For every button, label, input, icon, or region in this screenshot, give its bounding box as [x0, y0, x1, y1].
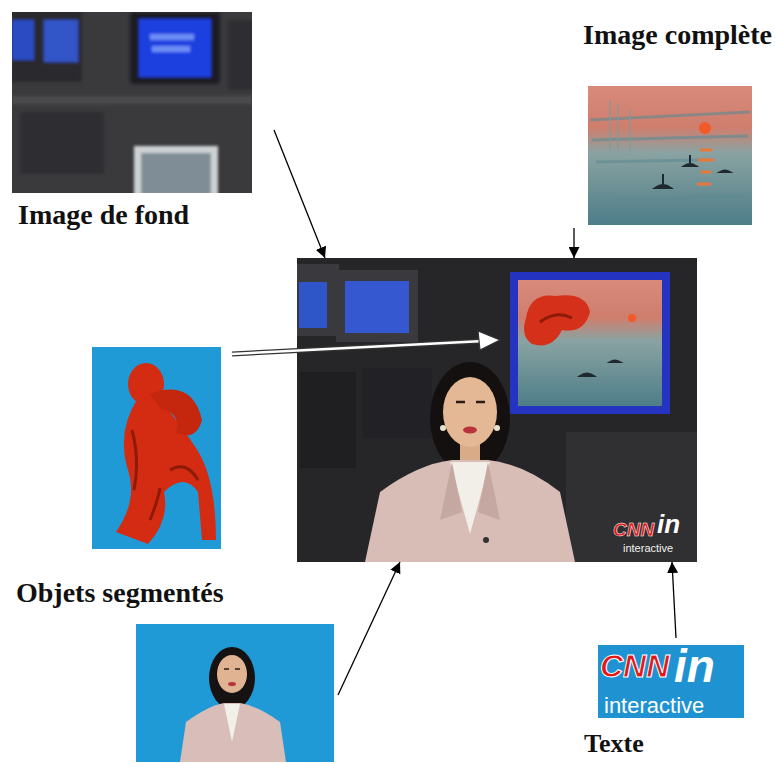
background-object: Image de fond — [12, 12, 274, 238]
logo-text: CNN — [600, 650, 669, 684]
presenter-face — [217, 655, 247, 693]
statue-arm — [150, 390, 202, 436]
cranes — [610, 100, 630, 152]
text-object: CNNin interactiveTexte — [580, 638, 750, 762]
monitor-frame — [362, 368, 432, 438]
monitor-frame — [300, 372, 356, 468]
monitor-screen — [44, 20, 78, 62]
earring — [440, 425, 446, 431]
microphone — [483, 537, 489, 543]
logo-text: interactive — [604, 694, 704, 717]
arrow-shaft-outline — [232, 341, 484, 354]
statue-shade — [540, 315, 572, 322]
monitor-screen — [139, 19, 211, 77]
studio-blur — [12, 12, 252, 193]
presenter-image — [136, 624, 334, 762]
monitor-frame — [297, 264, 339, 336]
statue-shade — [132, 430, 198, 520]
painting-sky — [588, 86, 752, 225]
painting-inset — [518, 280, 662, 406]
arrow-connector — [274, 130, 325, 258]
logo-text: CNN — [613, 520, 654, 540]
statue-inset — [524, 295, 590, 345]
logo-text: in — [657, 511, 680, 538]
brush-strokes — [590, 112, 750, 200]
boats — [655, 164, 730, 188]
composite-scene — [297, 258, 697, 562]
monitor-frame — [20, 112, 104, 174]
logo-ground — [598, 645, 744, 718]
sun — [699, 122, 711, 134]
presenter-eyes — [456, 401, 485, 404]
segmented-object: Objets segmentés — [12, 574, 338, 762]
monitor-screen — [141, 153, 211, 193]
presenter-mouth — [228, 682, 236, 686]
shelf — [12, 96, 252, 104]
composite-scene: CNNin interactive — [297, 258, 697, 562]
painting-image — [588, 86, 752, 225]
screen-glow — [152, 46, 190, 52]
scene-ground — [297, 258, 697, 562]
object-ground — [136, 624, 334, 762]
presenter-eyes — [224, 668, 240, 670]
presenter-hair — [209, 647, 255, 709]
sun-reflection — [697, 150, 714, 184]
heading-label: Image complète — [583, 20, 772, 49]
sun — [628, 314, 636, 322]
logo-text: in — [674, 642, 715, 690]
monitor-screen — [345, 281, 409, 333]
presenter-mouth — [463, 427, 477, 434]
earring — [494, 425, 500, 431]
presenter-hair — [430, 362, 510, 474]
presenter-face — [443, 377, 497, 447]
complete-image-object: Image complète — [500, 14, 778, 228]
heading-label: Image de fond — [18, 200, 189, 229]
statue-image — [92, 347, 221, 549]
arrow-head — [478, 331, 500, 350]
monitor-screen — [12, 20, 34, 60]
monitor-frame — [510, 272, 670, 414]
boat-figures — [663, 155, 690, 186]
monitor-frame — [566, 432, 697, 562]
statue-arrow — [232, 331, 500, 354]
monitor-frame — [130, 12, 220, 84]
arrow-shaft — [232, 341, 484, 354]
heading-label: Texte — [584, 730, 644, 757]
monitor-frame — [336, 270, 418, 342]
arrow-connector — [338, 562, 400, 695]
presenter-blouse — [224, 704, 240, 742]
monitor-frame — [12, 12, 82, 82]
background-image — [12, 12, 252, 193]
heading-label: Objets segmentés — [16, 578, 224, 607]
arrow-connector — [672, 562, 676, 638]
monitor-frame — [134, 146, 218, 193]
jacket-lapels — [440, 462, 500, 520]
presenter-jacket — [365, 460, 575, 562]
object-ground — [92, 347, 221, 549]
monitor-screen — [299, 282, 327, 328]
boats — [580, 361, 620, 377]
monitor-frame — [228, 20, 252, 90]
screen-glow — [150, 34, 194, 40]
presenter-jacket — [180, 703, 286, 762]
logo-text: interactive — [623, 543, 673, 555]
arrow-connector — [573, 228, 574, 258]
